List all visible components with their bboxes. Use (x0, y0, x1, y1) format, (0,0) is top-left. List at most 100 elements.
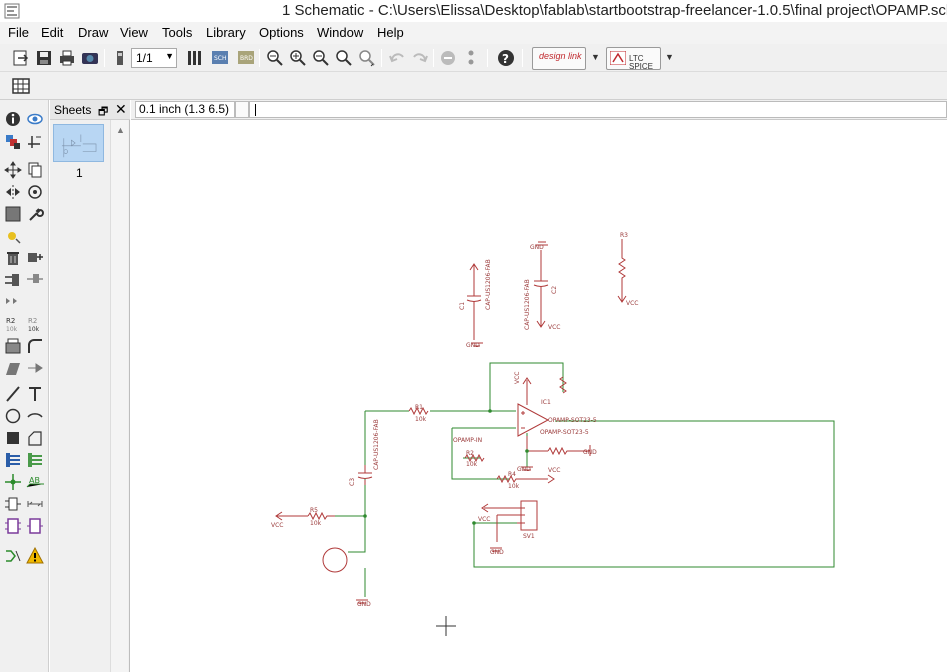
label-r-top-right: R3 (620, 232, 628, 239)
component-labels: R3 VCC GND GND VCC C1 CAP-US1206-FAB C2 … (271, 232, 638, 608)
display-layers-icon[interactable] (4, 133, 22, 151)
info-icon[interactable] (4, 110, 22, 128)
label-r5-value: 10k (310, 520, 322, 527)
label-r2-value: 10k (466, 461, 478, 468)
menu-help[interactable]: Help (377, 25, 404, 40)
eagle-app-icon[interactable] (4, 3, 20, 19)
label-sv1: SV1 (523, 533, 535, 540)
show-icon[interactable] (26, 110, 44, 128)
gateswap-icon[interactable] (4, 293, 22, 311)
rotate-icon[interactable] (26, 183, 44, 201)
label-gnd: GND (357, 601, 371, 608)
label-gnd: GND (490, 549, 504, 556)
module-icon[interactable] (26, 517, 44, 535)
sch-run-icon[interactable]: SCH (210, 48, 230, 68)
menu-draw[interactable]: Draw (78, 25, 109, 40)
text-icon[interactable] (26, 385, 44, 403)
bus-icon[interactable] (4, 451, 22, 469)
split-icon[interactable] (4, 359, 22, 377)
optimize-icon[interactable] (26, 359, 44, 377)
delete-icon[interactable] (4, 249, 22, 267)
polygon-icon[interactable] (26, 429, 44, 447)
pinswap-icon[interactable] (4, 271, 22, 289)
erc-icon[interactable] (4, 547, 22, 565)
label-vcc: VCC (271, 522, 283, 529)
zoom-select-icon[interactable] (357, 48, 377, 68)
undo-icon[interactable] (387, 48, 407, 68)
net-icon[interactable] (26, 451, 44, 469)
title-bar: 1 Schematic - C:\Users\Elissa\Desktop\fa… (0, 0, 947, 22)
zoom-in-icon[interactable] (288, 48, 308, 68)
schematic-drawing[interactable]: R3 VCC GND GND VCC C1 CAP-US1206-FAB C2 … (131, 121, 947, 672)
menu-window[interactable]: Window (317, 25, 364, 40)
replace-icon[interactable] (26, 271, 44, 289)
wire-icon[interactable] (4, 385, 22, 403)
brd-run-icon[interactable]: BRD (236, 48, 256, 68)
menu-tools[interactable]: Tools (162, 25, 193, 40)
svg-text:10k: 10k (6, 326, 18, 333)
errors-warning-icon[interactable] (26, 547, 44, 565)
sheets-scrollbar[interactable]: ▲ (110, 120, 128, 672)
add-icon[interactable] (26, 249, 44, 267)
float-panel-icon[interactable]: 🗗 (98, 106, 109, 118)
circle-icon[interactable] (4, 407, 22, 425)
ltspice-button[interactable]: LTC SPICE (606, 47, 661, 71)
dimension-icon[interactable] (26, 495, 44, 513)
switch-board-icon[interactable] (110, 48, 130, 68)
attribute-icon[interactable] (4, 495, 22, 513)
mirror-icon[interactable] (4, 183, 22, 201)
change-icon[interactable] (26, 205, 44, 223)
go-icon[interactable] (461, 48, 481, 68)
grid-icon[interactable] (11, 76, 31, 96)
junction-icon[interactable] (4, 473, 22, 491)
save-icon[interactable] (34, 48, 54, 68)
page-selector-value: 1/1 (136, 51, 153, 65)
menu-file[interactable]: File (8, 25, 29, 40)
open-icon[interactable] (11, 48, 31, 68)
close-icon[interactable]: ✕ (115, 101, 127, 117)
cam-processor-icon[interactable] (80, 48, 100, 68)
chevron-down-icon[interactable]: ▼ (591, 52, 600, 62)
mark-icon[interactable] (26, 133, 44, 151)
stop-icon[interactable] (438, 48, 458, 68)
smash-icon[interactable] (4, 337, 22, 355)
label-gnd: GND (583, 449, 597, 456)
arc-icon[interactable] (26, 407, 44, 425)
schematic-canvas[interactable]: R3 VCC GND GND VCC C1 CAP-US1206-FAB C2 … (131, 121, 947, 672)
group-icon[interactable] (4, 205, 22, 223)
move-icon[interactable] (4, 161, 22, 179)
label-opamp-value-2: OPAMP-SOT23-5 (540, 429, 589, 436)
chevron-up-icon[interactable]: ▲ (116, 125, 125, 135)
label-r2: R2 (466, 450, 474, 457)
redo-icon[interactable] (410, 48, 430, 68)
svg-text:R2: R2 (6, 317, 15, 325)
zoom-fit-icon[interactable] (265, 48, 285, 68)
zoom-out-icon[interactable] (311, 48, 331, 68)
menu-edit[interactable]: Edit (41, 25, 64, 40)
zoom-redraw-icon[interactable] (334, 48, 354, 68)
help-icon[interactable]: ? (496, 48, 516, 68)
toolbar-separator (259, 49, 260, 67)
svg-text:?: ? (502, 52, 509, 66)
rect-icon[interactable] (4, 429, 22, 447)
command-history-button[interactable] (235, 101, 249, 118)
paste-icon[interactable] (4, 227, 22, 245)
chevron-down-icon[interactable]: ▼ (665, 52, 674, 62)
print-icon[interactable] (57, 48, 77, 68)
label-icon[interactable]: AB (26, 473, 44, 491)
command-input[interactable] (249, 101, 947, 118)
menu-library[interactable]: Library (206, 25, 246, 40)
miter-icon[interactable] (26, 337, 44, 355)
sch-run-label: SCH (214, 55, 227, 62)
menu-view[interactable]: View (120, 25, 148, 40)
frame-icon[interactable] (4, 517, 22, 535)
sheet-thumbnail[interactable] (53, 124, 104, 162)
script-icon[interactable] (184, 48, 204, 68)
design-link-button[interactable]: design link (532, 47, 586, 70)
page-selector[interactable]: 1/1 ▼ (131, 48, 177, 68)
copy-icon[interactable] (26, 161, 44, 179)
menu-options[interactable]: Options (259, 25, 304, 40)
label-vcc: VCC (514, 372, 521, 384)
